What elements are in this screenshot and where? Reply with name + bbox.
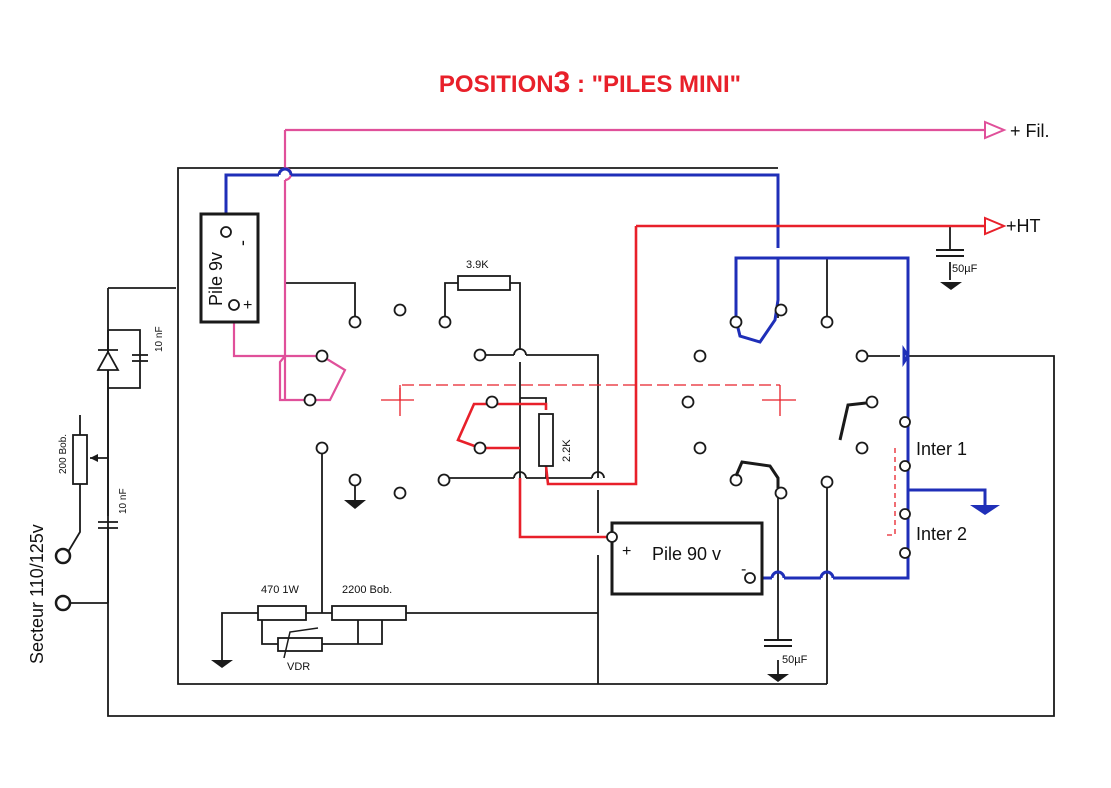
- resistor-3-9k: [457, 275, 511, 291]
- vdr-slash-icon: [283, 627, 319, 659]
- ground-vdr-icon: [211, 660, 233, 668]
- ht-arrow-icon: [984, 216, 1007, 236]
- pink-wiring: [232, 128, 985, 402]
- resistor-200bob: [72, 434, 88, 485]
- ground-top-icon: [940, 282, 962, 290]
- switch-terminals: [54, 303, 911, 612]
- pile9v-label: Pile 9v: [206, 252, 226, 306]
- pile90v-plus: +: [622, 543, 631, 560]
- fil-arrow-icon: [984, 120, 1007, 140]
- vdr-label: VDR: [287, 661, 310, 673]
- vdr: [277, 637, 323, 652]
- title-suffix: : "PILES MINI": [570, 71, 741, 98]
- capacitor-50uf-top: [936, 249, 964, 257]
- resistor-2-2k: [538, 413, 554, 467]
- capacitor-50uf-bottom: [764, 639, 792, 647]
- page-title: POSITION3 : "PILES MINI": [439, 66, 741, 99]
- pile9v-minus: -: [232, 240, 252, 246]
- c-10nf-top-label: 10 nF: [154, 326, 165, 352]
- fil-label: + Fil.: [1010, 121, 1050, 141]
- capacitor-10nf-top: [132, 354, 148, 362]
- c-50uf-top-label: 50µF: [952, 263, 978, 275]
- resistor-2200bob: [331, 605, 407, 621]
- center-marker: [381, 384, 896, 536]
- battery-90v: [610, 521, 764, 596]
- resistor-470: [257, 605, 307, 621]
- ground-left-icon: [344, 500, 366, 509]
- r-200bob-label: 200 Bob.: [58, 434, 69, 474]
- r-470-label: 470 1W: [261, 584, 300, 596]
- red-wiring: [456, 224, 985, 539]
- ground-bottom-icon: [767, 674, 789, 682]
- title-prefix: POSITION: [439, 71, 554, 98]
- wiper-arrow-icon: [90, 454, 98, 462]
- ht-label: +HT: [1006, 216, 1041, 236]
- ground-blue-icon: [970, 505, 1000, 515]
- c-10nf-left-label: 10 nF: [118, 488, 129, 514]
- diode-icon: [96, 349, 120, 371]
- blue-wiring: [224, 167, 987, 580]
- pile90v-minus: -: [741, 561, 746, 578]
- r-2-2k-label: 2.2K: [561, 439, 573, 462]
- inter2-label: Inter 2: [916, 524, 967, 544]
- pile90v-label: Pile 90 v: [652, 544, 721, 564]
- c-50uf-bottom-label: 50µF: [782, 654, 808, 666]
- r-2200bob-label: 2200 Bob.: [342, 584, 392, 596]
- secteur-label: Secteur 110/125v: [27, 524, 47, 664]
- switch-b-bridges: [734, 401, 867, 488]
- inter1-label: Inter 1: [916, 439, 967, 459]
- title-number: 3: [554, 66, 571, 99]
- pile9v-plus: +: [243, 297, 252, 314]
- r-3-9k-label: 3.9K: [466, 259, 489, 271]
